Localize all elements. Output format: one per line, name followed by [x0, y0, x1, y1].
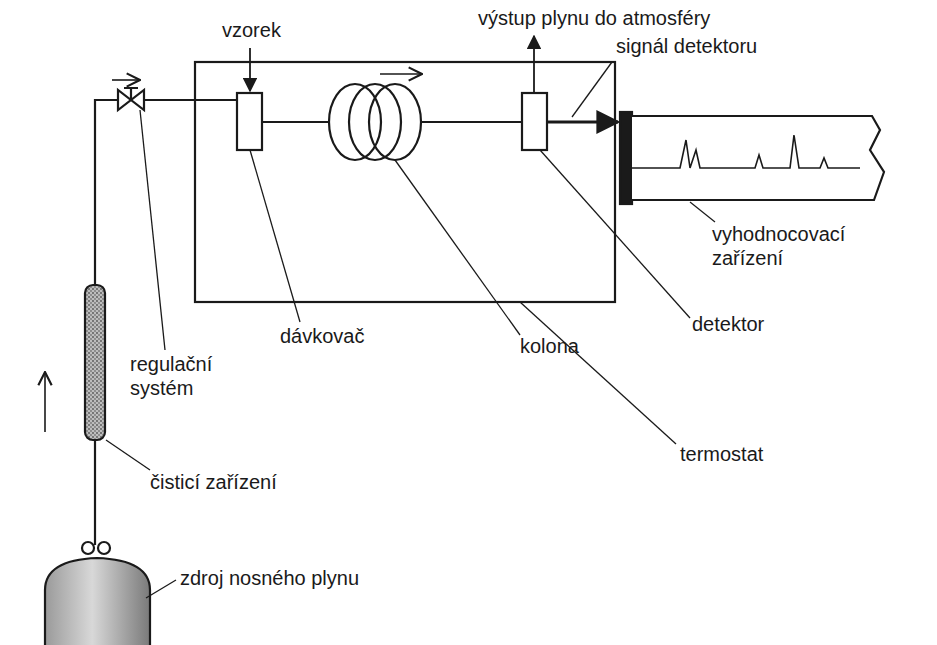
injector-box: [237, 93, 262, 150]
leader-line: [140, 110, 165, 350]
part-label: signál detektoru: [616, 34, 757, 58]
exhaust-arrow: [533, 36, 535, 93]
part-label: čisticí zařízení: [150, 470, 277, 494]
column-tube: [262, 121, 330, 123]
part-label: vzorek: [222, 18, 281, 42]
leader-line: [146, 580, 176, 598]
recorder-bar: [620, 112, 632, 204]
leader-line: [540, 150, 690, 318]
sample-arrow: [249, 48, 251, 91]
flow-arrow: [380, 73, 422, 75]
part-label: zdroj nosného plynu: [180, 566, 359, 590]
column-coil: [369, 84, 421, 160]
cylinder-valve: [82, 542, 94, 554]
leader-line: [572, 62, 612, 117]
column-coil: [329, 84, 381, 160]
chromatogram-trace: [632, 135, 860, 168]
part-label: kolona: [520, 334, 579, 358]
cylinder-valve: [98, 542, 110, 554]
gas-cylinder: [45, 558, 150, 645]
leader-line: [690, 202, 715, 222]
valve-symbol: [124, 88, 138, 100]
column-coil: [349, 84, 401, 160]
gas-pipe: [95, 100, 118, 285]
part-label: termostat: [680, 442, 763, 466]
part-label: detektor: [692, 312, 764, 336]
thermostat-box: [195, 62, 615, 302]
part-label: regulační systém: [130, 352, 260, 400]
part-label: výstup plynu do atmosféry: [478, 6, 710, 30]
gas-pipe: [94, 440, 96, 545]
leader-line: [520, 302, 676, 444]
gas-pipe: [144, 99, 237, 101]
part-label: vyhodnocovací zařízení: [712, 222, 862, 270]
leader-line: [106, 440, 150, 470]
signal-arrow: [547, 121, 618, 124]
flow-arrow: [44, 372, 46, 432]
leader-line: [395, 160, 520, 335]
recorder-paper: [632, 116, 884, 200]
leader-line: [250, 150, 300, 322]
flow-arrow: [112, 79, 140, 81]
purifier: [85, 285, 105, 440]
part-label: dávkovač: [280, 324, 365, 348]
column-tube: [421, 121, 522, 123]
detector-box: [522, 93, 547, 150]
